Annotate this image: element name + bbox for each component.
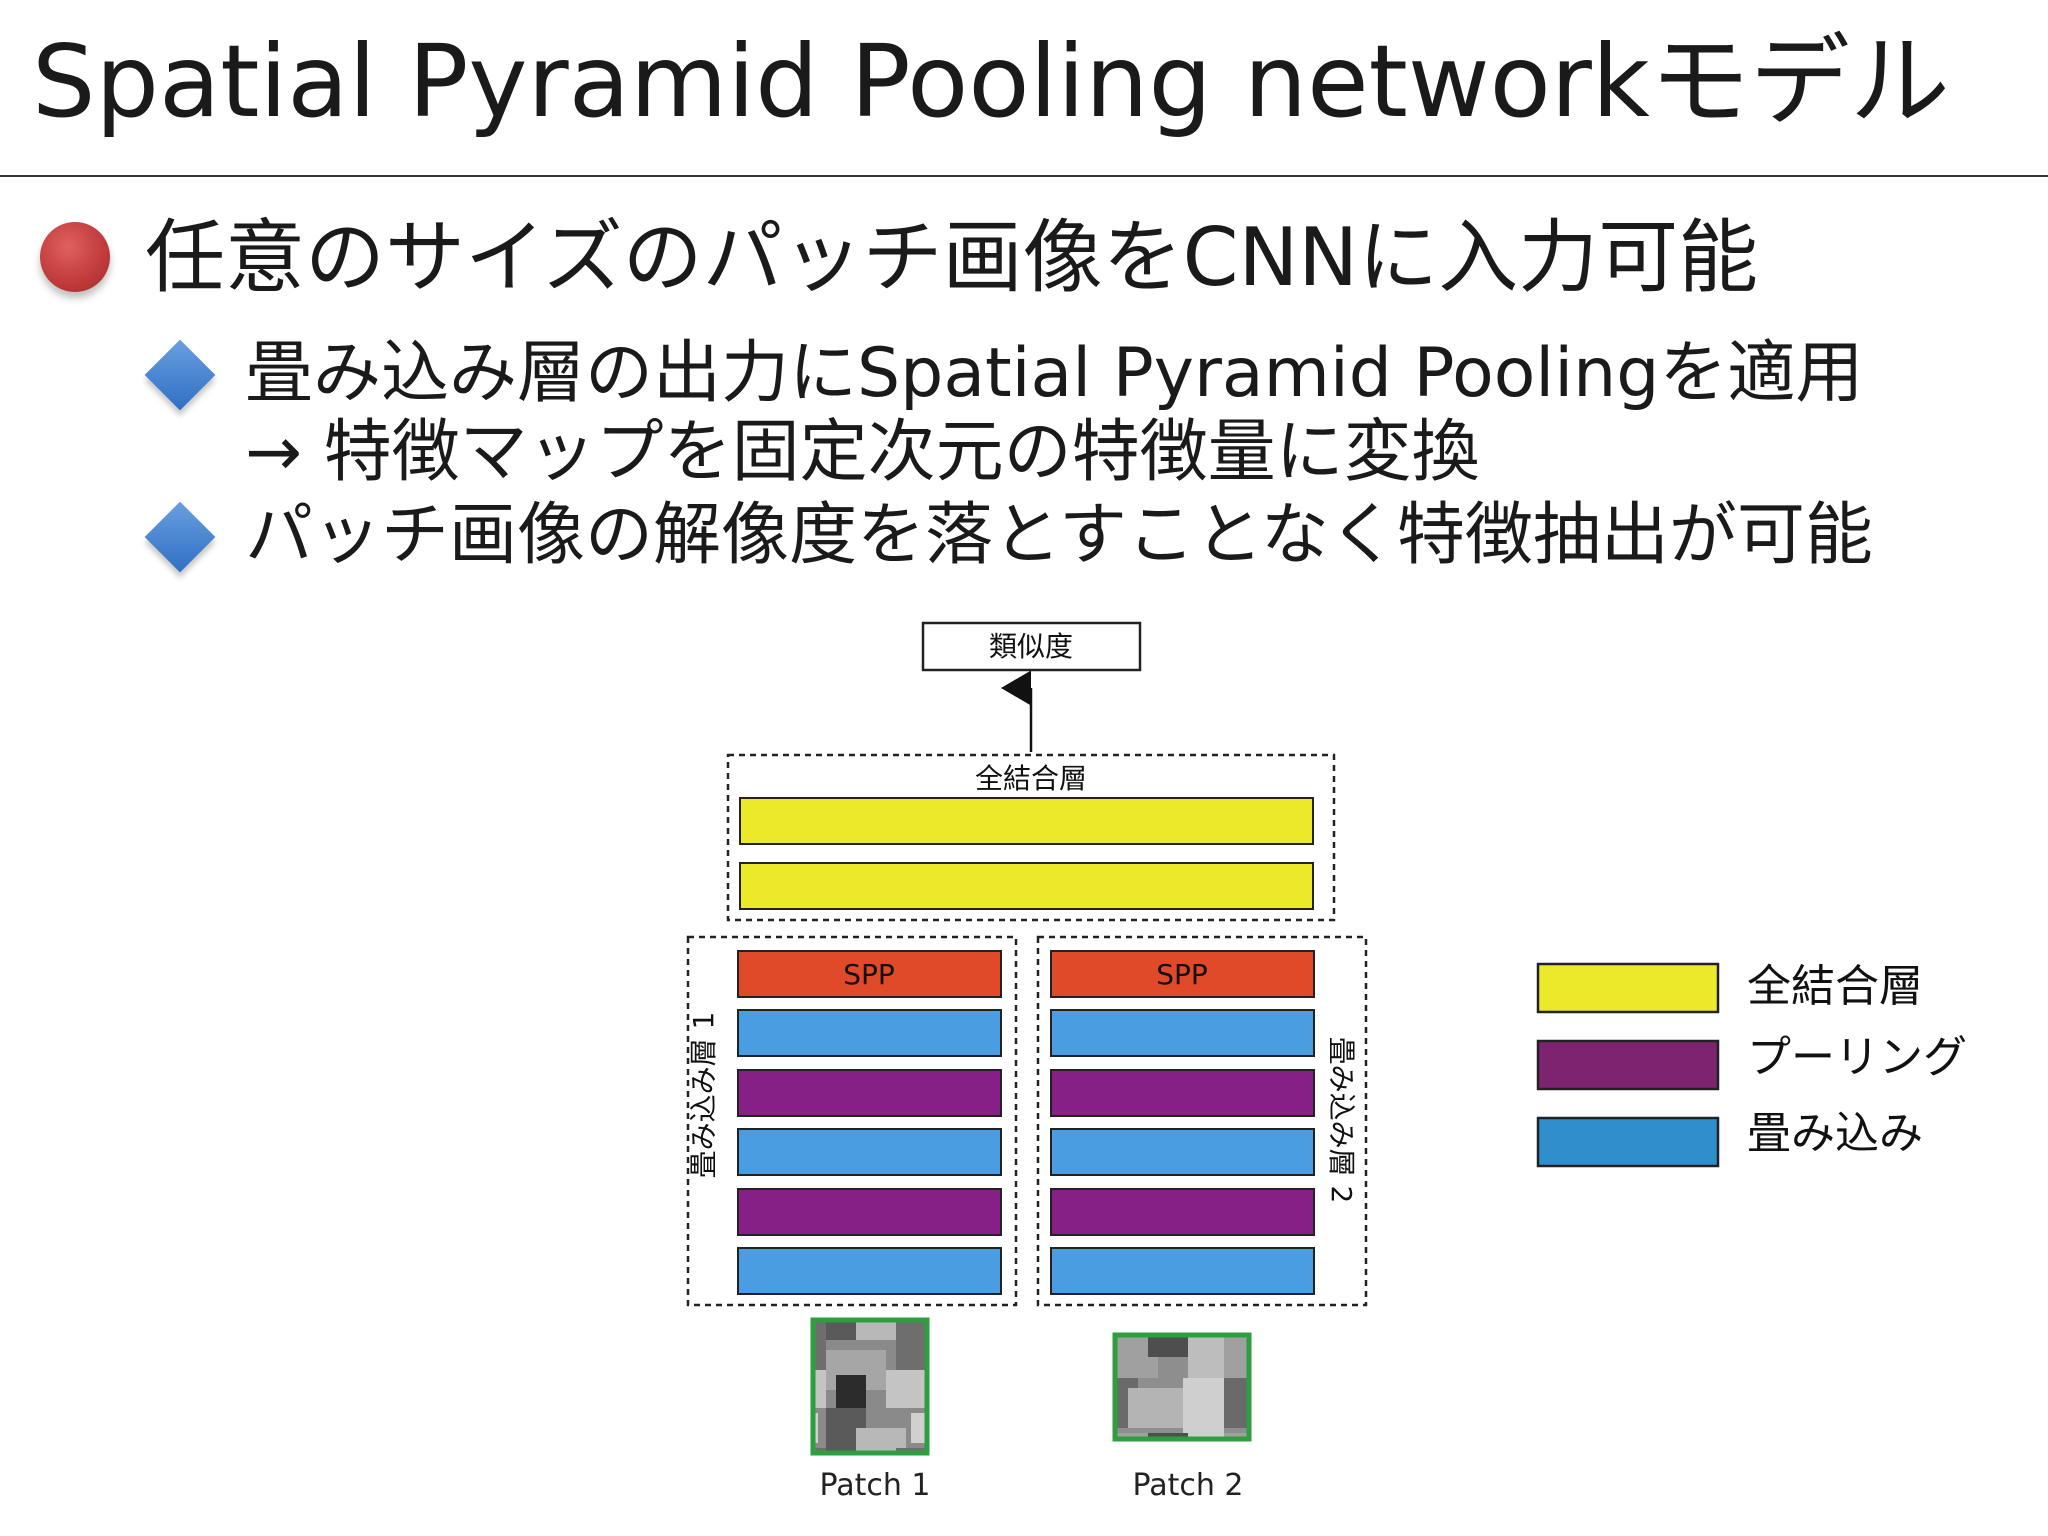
slide-title: Spatial Pyramid Pooling networkモデル (32, 23, 1950, 140)
spp-layer-1 (737, 950, 1002, 998)
spp-label-1: SPP (843, 958, 895, 991)
conv-layer (737, 1128, 1002, 1176)
patch-1-label: Patch 1 (819, 1468, 930, 1503)
legend-swatch-conv (1536, 1116, 1720, 1168)
legend: 全結合層 プーリング 畳み込み (1536, 961, 1967, 1168)
patch-2-label: Patch 2 (1132, 1468, 1243, 1503)
patch-1-image (810, 1317, 930, 1456)
red-circle-bullet-icon (40, 222, 110, 292)
spp-label-2: SPP (1156, 958, 1208, 991)
conv-branch-1-label: 畳み込み層 1 (687, 1012, 720, 1179)
legend-label-fc: 全結合層 (1747, 961, 1923, 1012)
title-divider (0, 175, 2048, 177)
similarity-box (921, 621, 1142, 672)
patch-2-image (1112, 1332, 1252, 1442)
conv-layer (737, 1247, 1002, 1295)
conv-layer (1050, 1128, 1315, 1176)
spp-layer-2 (1050, 950, 1315, 998)
conv-branch-2-label: 畳み込み層 2 (1325, 1037, 1358, 1204)
pool-layer (737, 1188, 1002, 1236)
sub-bullet-2-text: パッチ画像の解像度を落とすことなく特徴抽出が可能 (245, 496, 1873, 575)
bullet-1-text: 任意のサイズのパッチ画像をCNNに入力可能 (145, 211, 1759, 304)
fc-layer-2 (739, 862, 1314, 910)
conv-layer (737, 1009, 1002, 1057)
legend-label-conv: 畳み込み (1747, 1108, 1923, 1159)
conv-layer (1050, 1247, 1315, 1295)
conv-layer (1050, 1009, 1315, 1057)
sub-bullet-1-line-1: 畳み込み層の出力にSpatial Pyramid Poolingを適用 (245, 334, 1864, 413)
pool-layer (1050, 1188, 1315, 1236)
pool-layer (1050, 1069, 1315, 1117)
conv-branch-2-box (1036, 935, 1368, 1307)
sub-bullet-1-line-2: → 特徴マップを固定次元の特徴量に変換 (245, 413, 1480, 492)
fc-group-label: 全結合層 (975, 762, 1087, 795)
conv-branch-1-box (686, 935, 1018, 1307)
fc-layer-1 (739, 797, 1314, 845)
fc-group-box (726, 753, 1336, 922)
similarity-label: 類似度 (989, 630, 1073, 663)
legend-label-pool: プーリング (1747, 1032, 1967, 1083)
legend-swatch-fc (1536, 962, 1720, 1014)
pool-layer (737, 1069, 1002, 1117)
legend-swatch-pool (1536, 1039, 1720, 1091)
